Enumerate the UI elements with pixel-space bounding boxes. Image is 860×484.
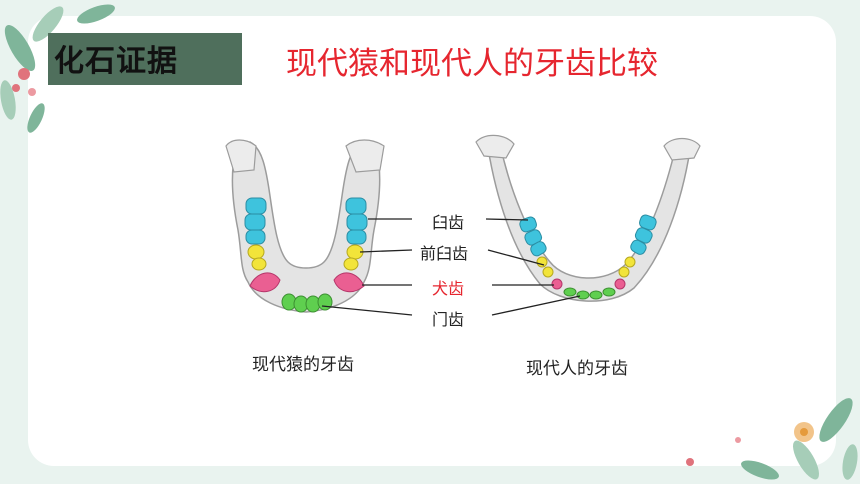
- ape-jaw: [225, 139, 385, 313]
- ape-molar: [346, 213, 368, 231]
- human-premolar-leader: [487, 249, 545, 266]
- human-molar: [630, 239, 647, 255]
- bottom-right-leaves: [686, 398, 858, 480]
- ape-canine: [249, 272, 281, 293]
- human-jaw: [475, 134, 701, 302]
- content-card: [28, 16, 836, 466]
- ape-jaw-condyle-right: [345, 139, 385, 173]
- section-tag-label: 化石证据: [54, 44, 178, 79]
- ape-molar: [245, 197, 267, 215]
- ape-molar: [244, 213, 266, 231]
- human-canine: [551, 278, 563, 290]
- human-premolar: [542, 266, 554, 278]
- human-incisor: [576, 290, 590, 300]
- label-incisor: 门齿: [432, 310, 465, 329]
- human-jaw-condyle-right: [663, 137, 701, 161]
- human-incisor: [563, 287, 577, 297]
- label-molar: 臼齿: [432, 213, 465, 232]
- ape-teeth-caption: 现代猿的牙齿: [252, 355, 354, 375]
- human-teeth-caption: 现代人的牙齿: [526, 359, 628, 379]
- ape-premolar-leader: [359, 249, 413, 253]
- human-jaw-bone: [487, 143, 691, 302]
- human-incisor: [602, 287, 616, 297]
- ape-molar: [245, 229, 266, 245]
- leader-lines: [321, 218, 581, 316]
- human-molar: [530, 241, 547, 257]
- human-incisor-leader: [491, 295, 581, 316]
- label-premolar: 前臼齿: [420, 244, 469, 263]
- section-tag-box: [48, 33, 242, 85]
- ape-premolar: [343, 257, 359, 271]
- human-molar-leader: [485, 218, 529, 221]
- human-canine: [614, 278, 626, 290]
- label-canine: 犬齿: [432, 279, 465, 298]
- ape-jaw-condyle-left: [225, 139, 257, 173]
- human-incisor: [589, 290, 603, 300]
- ape-molar: [346, 229, 367, 245]
- human-molar: [519, 216, 538, 233]
- ape-premolar: [247, 244, 265, 260]
- human-premolar: [536, 256, 548, 268]
- slide-title: 现代猿和现代人的牙齿比较: [286, 46, 658, 82]
- human-premolar: [624, 256, 636, 268]
- ape-canine: [333, 272, 365, 293]
- human-jaw-condyle-left: [475, 134, 515, 159]
- ape-jaw-bone: [231, 141, 381, 313]
- top-left-leaves: [0, 4, 115, 133]
- ape-incisor-leader: [321, 305, 413, 316]
- human-premolar: [618, 266, 630, 278]
- ape-molar: [345, 197, 367, 215]
- ape-premolar: [251, 257, 267, 271]
- ape-incisor: [317, 293, 333, 311]
